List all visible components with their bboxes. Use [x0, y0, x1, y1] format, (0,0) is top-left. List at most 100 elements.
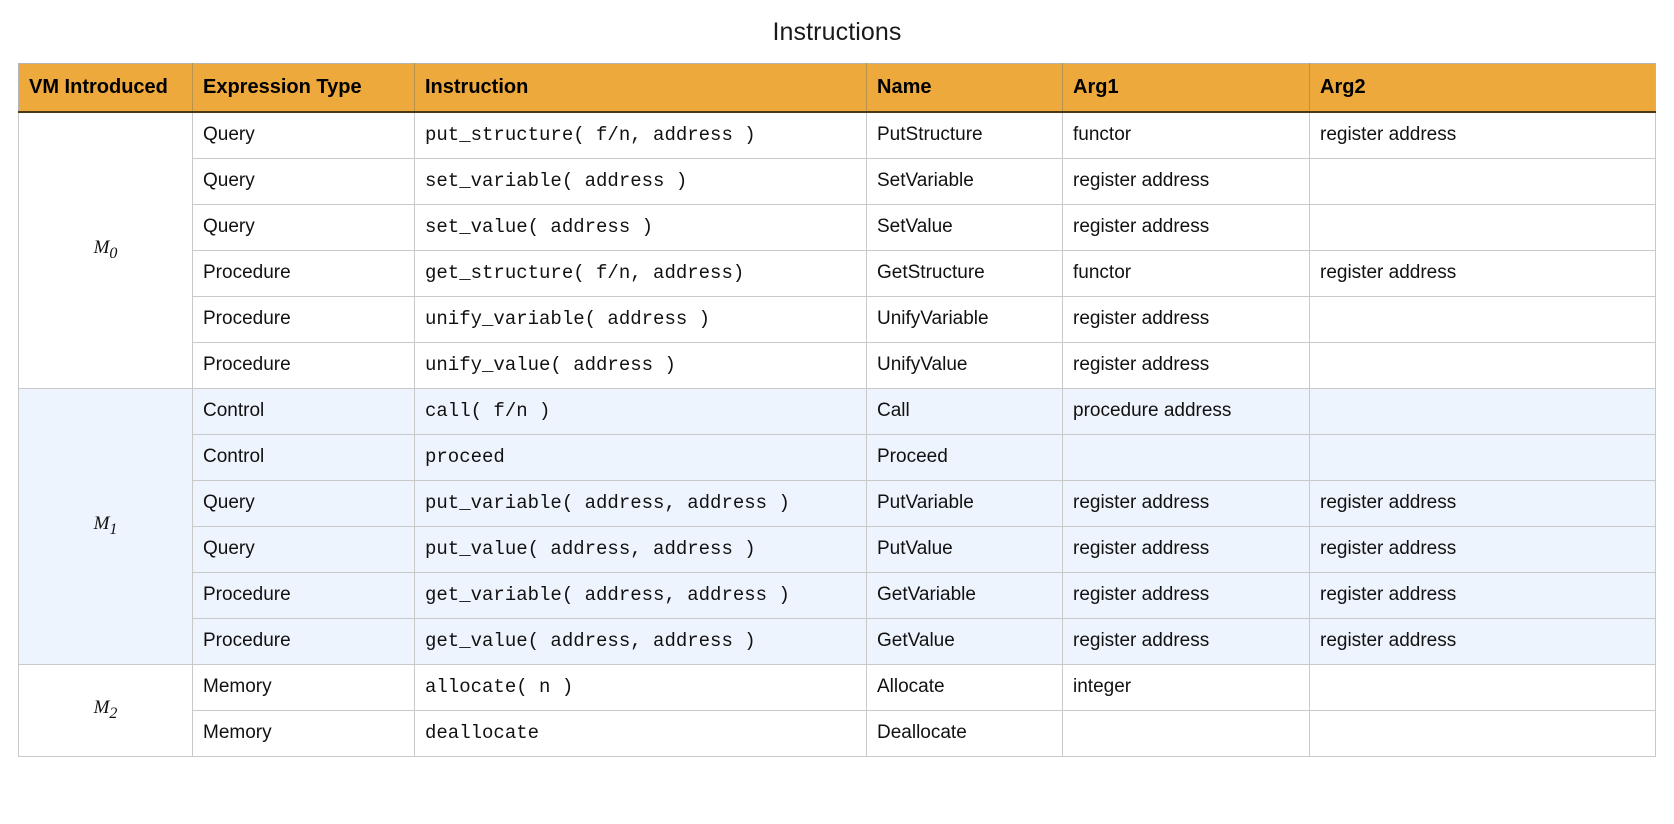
vm-subscript: 1	[109, 520, 118, 538]
cell-expression-type: Memory	[192, 710, 415, 757]
cell-name: PutStructure	[866, 111, 1063, 159]
cell-name: UnifyValue	[866, 342, 1063, 389]
cell-arg2	[1309, 710, 1656, 757]
cell-expression-type: Memory	[192, 664, 415, 711]
table-header: VM Introduced Expression Type Instructio…	[18, 63, 1656, 113]
cell-name: Call	[866, 388, 1063, 435]
cell-name: GetStructure	[866, 250, 1063, 297]
cell-arg1: register address	[1062, 480, 1310, 527]
cell-name: PutValue	[866, 526, 1063, 573]
cell-instruction: unify_variable( address )	[414, 296, 867, 343]
cell-expression-type: Procedure	[192, 618, 415, 665]
cell-expression-type: Procedure	[192, 342, 415, 389]
cell-instruction: call( f/n )	[414, 388, 867, 435]
cell-arg1: functor	[1062, 111, 1310, 159]
cell-arg1: register address	[1062, 342, 1310, 389]
cell-expression-type: Procedure	[192, 572, 415, 619]
cell-arg1: integer	[1062, 664, 1310, 711]
cell-arg1	[1062, 434, 1310, 481]
cell-expression-type: Query	[192, 480, 415, 527]
cell-instruction: unify_value( address )	[414, 342, 867, 389]
cell-name: GetVariable	[866, 572, 1063, 619]
cell-arg1: register address	[1062, 204, 1310, 251]
cell-instruction: allocate( n )	[414, 664, 867, 711]
vm-subscript: 2	[109, 704, 118, 722]
cell-name: SetValue	[866, 204, 1063, 251]
cell-arg2: register address	[1309, 618, 1656, 665]
instructions-table-container: VM Introduced Expression Type Instructio…	[18, 63, 1656, 757]
cell-expression-type: Query	[192, 158, 415, 205]
cell-expression-type: Query	[192, 526, 415, 573]
vm-group-label: M0	[18, 111, 193, 389]
vm-letter: M	[93, 697, 110, 719]
cell-expression-type: Query	[192, 111, 415, 159]
cell-instruction: get_variable( address, address )	[414, 572, 867, 619]
cell-instruction: set_variable( address )	[414, 158, 867, 205]
cell-expression-type: Control	[192, 434, 415, 481]
cell-arg2	[1309, 204, 1656, 251]
cell-instruction: proceed	[414, 434, 867, 481]
vm-group-label: M2	[18, 664, 193, 757]
column-header-vm-introduced: VM Introduced	[18, 63, 193, 113]
column-header-arg1: Arg1	[1062, 63, 1310, 113]
cell-arg1: register address	[1062, 618, 1310, 665]
cell-arg1: register address	[1062, 296, 1310, 343]
cell-name: Allocate	[866, 664, 1063, 711]
cell-arg2	[1309, 434, 1656, 481]
cell-instruction: get_structure( f/n, address)	[414, 250, 867, 297]
cell-arg2: register address	[1309, 526, 1656, 573]
cell-arg1: functor	[1062, 250, 1310, 297]
vm-subscript: 0	[109, 244, 118, 262]
cell-arg2	[1309, 388, 1656, 435]
cell-expression-type: Control	[192, 388, 415, 435]
cell-arg2: register address	[1309, 250, 1656, 297]
cell-name: Deallocate	[866, 710, 1063, 757]
cell-name: PutVariable	[866, 480, 1063, 527]
cell-name: GetValue	[866, 618, 1063, 665]
cell-instruction: set_value( address )	[414, 204, 867, 251]
cell-arg2	[1309, 296, 1656, 343]
cell-expression-type: Procedure	[192, 296, 415, 343]
cell-arg2	[1309, 158, 1656, 205]
vm-group-label: M1	[18, 388, 193, 665]
instructions-table: VM Introduced Expression Type Instructio…	[18, 63, 1656, 757]
page-title: Instructions	[772, 18, 902, 46]
column-header-name: Name	[866, 63, 1063, 113]
cell-name: UnifyVariable	[866, 296, 1063, 343]
cell-instruction: get_value( address, address )	[414, 618, 867, 665]
vm-letter: M	[93, 513, 110, 535]
cell-instruction: deallocate	[414, 710, 867, 757]
table-header-row: VM Introduced Expression Type Instructio…	[18, 63, 1656, 113]
cell-name: SetVariable	[866, 158, 1063, 205]
vm-letter: M	[93, 237, 110, 259]
cell-arg2: register address	[1309, 572, 1656, 619]
column-header-instruction: Instruction	[414, 63, 867, 113]
cell-arg2	[1309, 664, 1656, 711]
cell-arg1: register address	[1062, 572, 1310, 619]
cell-arg1: register address	[1062, 526, 1310, 573]
cell-expression-type: Query	[192, 204, 415, 251]
cell-arg2: register address	[1309, 111, 1656, 159]
cell-instruction: put_value( address, address )	[414, 526, 867, 573]
cell-arg1: procedure address	[1062, 388, 1310, 435]
cell-arg1: register address	[1062, 158, 1310, 205]
cell-arg2	[1309, 342, 1656, 389]
cell-instruction: put_variable( address, address )	[414, 480, 867, 527]
column-header-expression-type: Expression Type	[192, 63, 415, 113]
cell-name: Proceed	[866, 434, 1063, 481]
